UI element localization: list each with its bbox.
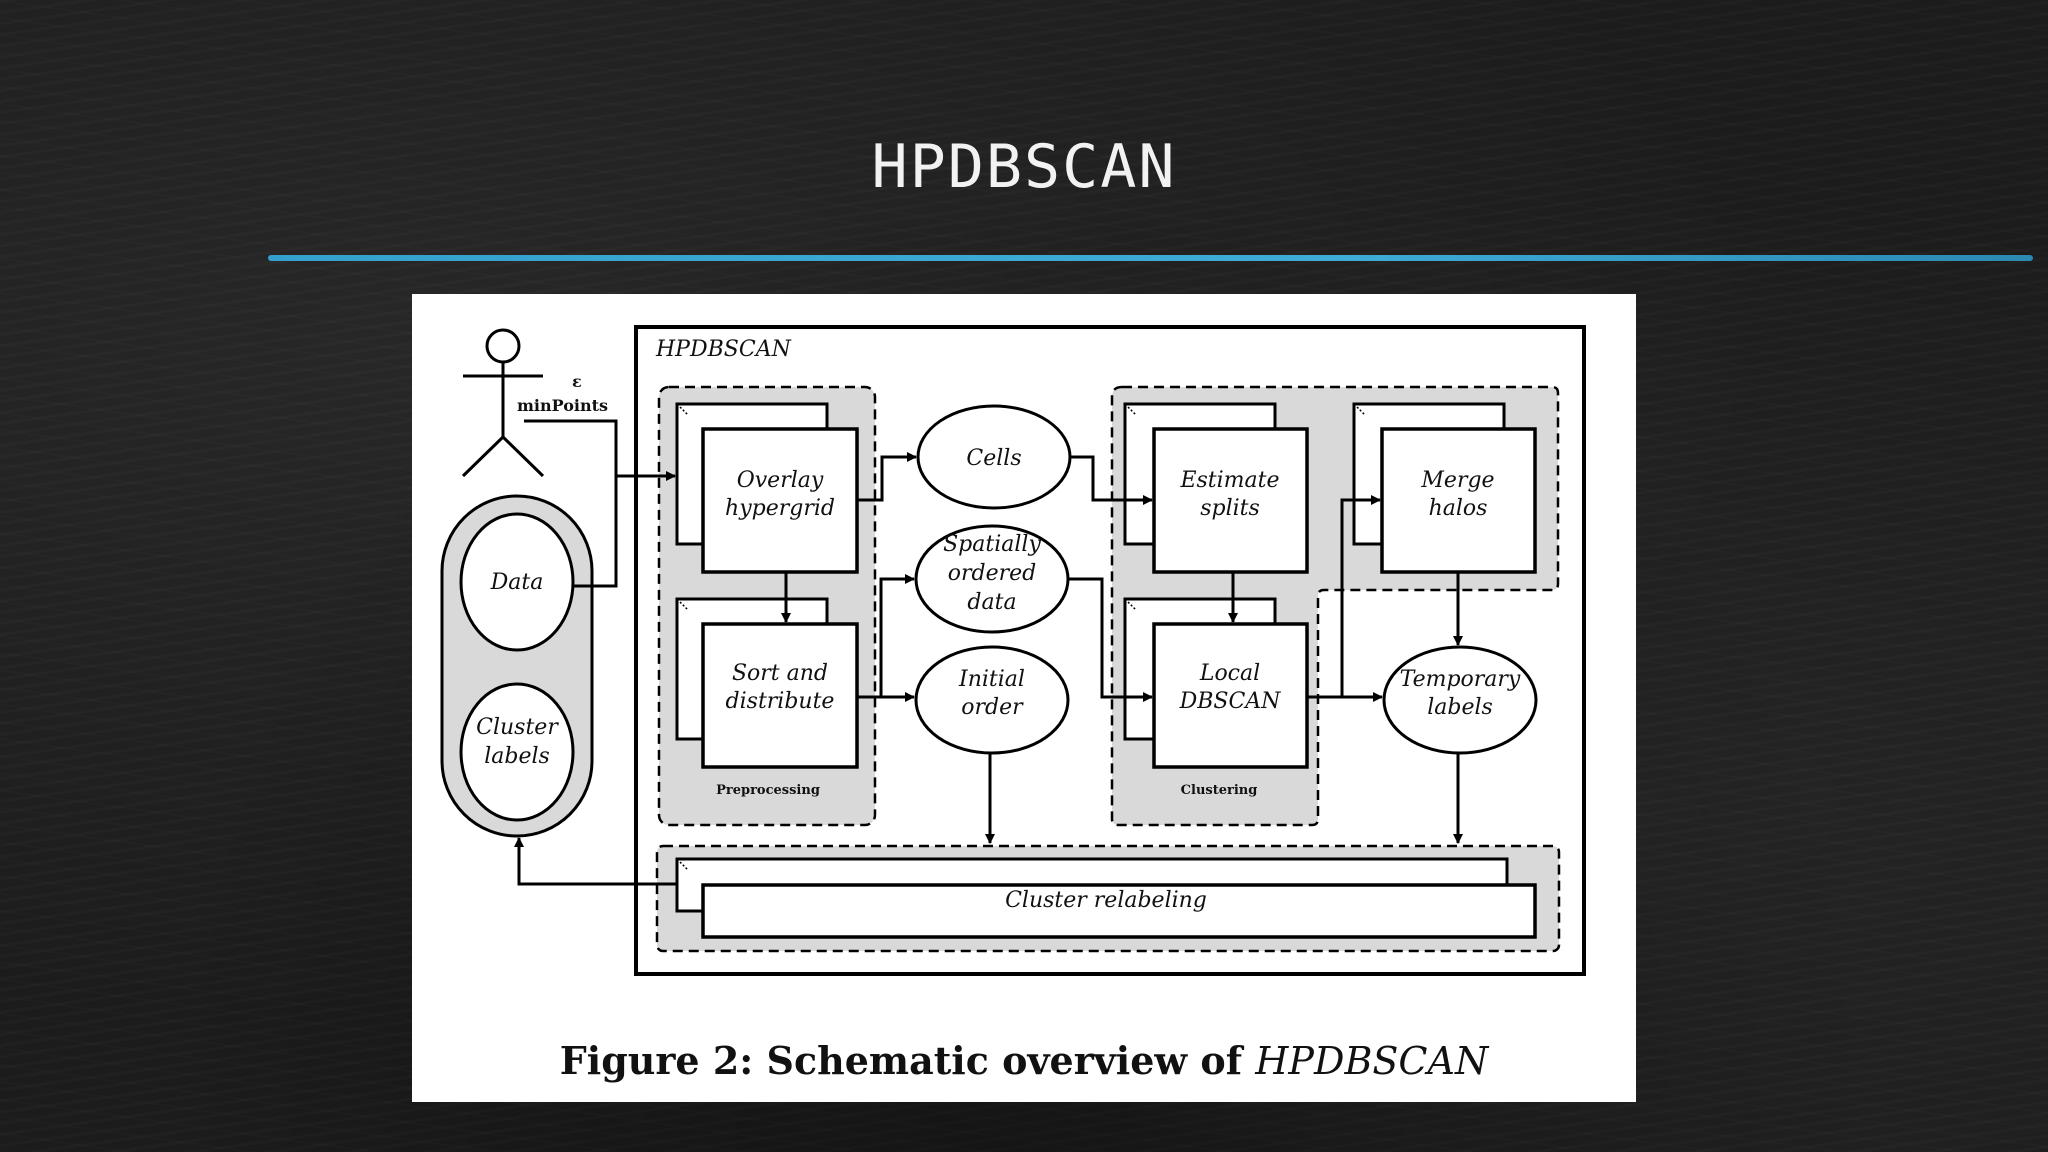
figure-panel: HPDBSCAN Preprocessing Clustering ε minP… [412,294,1636,1102]
figure-caption: Figure 2: Schematic overview of HPDBSCAN [412,1038,1636,1083]
frame-title: HPDBSCAN [655,337,792,362]
cluster-relabeling-box [701,883,1537,939]
sort-distribute-label-2: distribute [726,689,835,714]
user-actor-icon [461,328,545,478]
estimate-splits-label-1: Estimate [1179,468,1279,493]
cells-label: Cells [966,446,1021,471]
cells-to-estimate-edge [1070,455,1153,505]
data-node [459,512,575,652]
cluster-labels-label-1: Cluster [476,715,559,740]
spatially-ordered-label-2: ordered [948,561,1036,586]
overlay-hypergrid-label-1: Overlay [737,468,824,493]
overlay-to-cells-edge [857,452,917,502]
slide-title: HPDBSCAN [871,132,1177,202]
relabel-to-labels-edge [514,837,677,886]
sort-distribute-box [701,622,859,769]
merge-halos-box [1380,427,1537,574]
local-dbscan-label-2: DBSCAN [1179,689,1282,714]
title-underline [268,255,2033,261]
actor-params-edge [524,419,618,476]
estimate-splits-label-2: splits [1200,496,1260,521]
spatially-ordered-label-1: Spatially [943,532,1041,557]
overlay-hypergrid-box [701,427,859,574]
data-label: Data [490,570,544,595]
clustering-label: Clustering [1181,783,1258,798]
sort-distribute-label-1: Sort and [732,661,828,686]
cluster-labels-label-2: labels [484,744,550,769]
hpdbscan-schematic: HPDBSCAN Preprocessing Clustering ε minP… [440,325,1586,976]
local-to-merge-edge [1340,495,1381,697]
cluster-labels-node [459,682,575,822]
epsilon-label: ε [572,372,582,391]
temporary-labels-label-1: Temporary [1400,667,1521,692]
cluster-relabeling-label: Cluster relabeling [1005,888,1207,913]
spatially-ordered-label-3: data [967,590,1016,615]
min-points-label: minPoints [517,396,608,415]
initial-order-node [914,645,1070,755]
initial-order-label-1: Initial [958,667,1025,692]
merge-halos-label-1: Merge [1420,468,1494,493]
local-dbscan-label-1: Local [1199,661,1260,686]
overlay-hypergrid-label-2: hypergrid [725,496,835,521]
estimate-splits-box [1152,427,1309,574]
local-dbscan-box [1152,622,1309,769]
caption-prefix: Figure 2: Schematic overview of [559,1038,1256,1083]
temporary-labels-node [1382,645,1538,755]
caption-emphasis: HPDBSCAN [1255,1039,1489,1083]
merge-halos-label-2: halos [1429,496,1488,521]
initial-order-label-2: order [961,695,1024,720]
data-edge [573,476,618,588]
preprocessing-label: Preprocessing [716,783,820,798]
spatial-to-local-edge [1068,577,1153,702]
sort-to-spatial-edge [879,574,915,697]
hpdbscan-frame [634,325,1586,976]
temporary-labels-label-2: labels [1427,695,1493,720]
